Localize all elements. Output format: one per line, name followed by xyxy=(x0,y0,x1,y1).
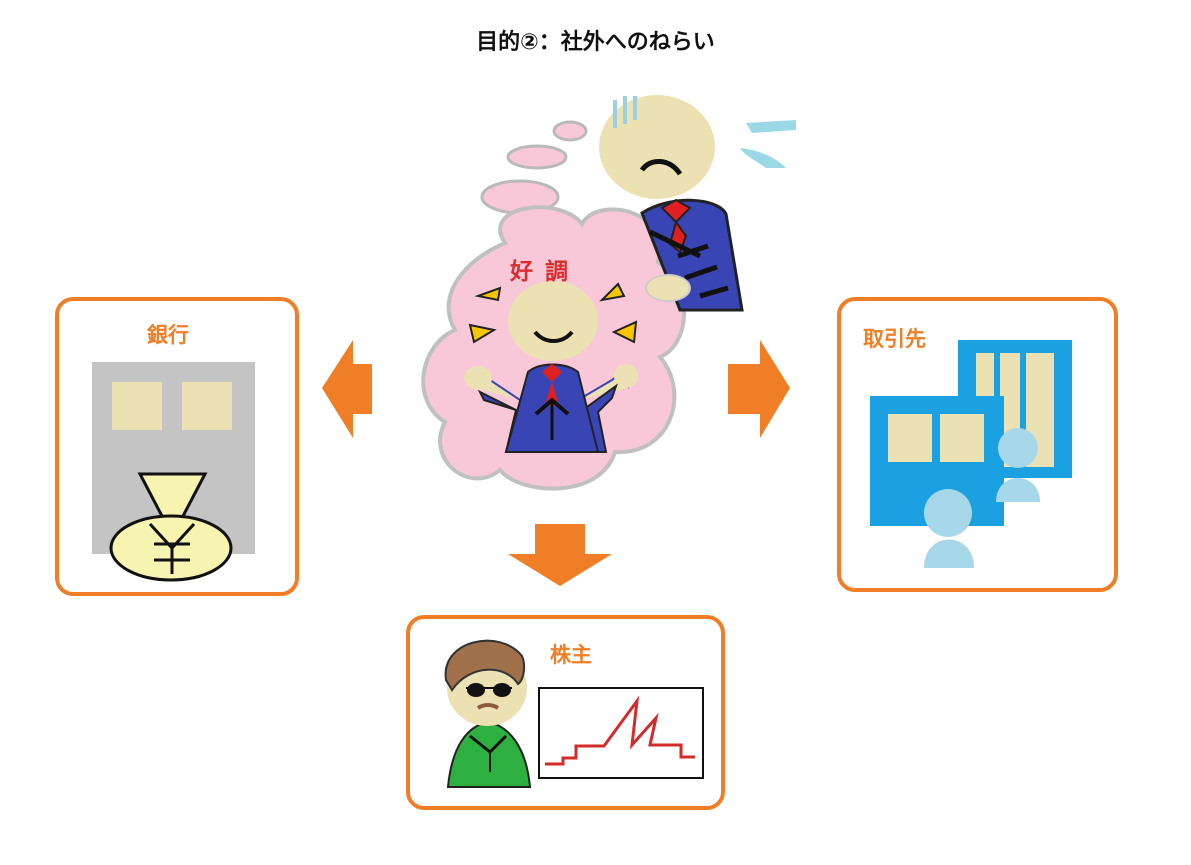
happy-person xyxy=(464,281,638,453)
office-building-icon xyxy=(870,340,1072,568)
shareholder-person xyxy=(444,639,532,788)
bubble-status-text: 好 調 xyxy=(510,259,571,285)
shareholders-label: 株主 xyxy=(550,643,592,667)
bank-label: 銀行 xyxy=(147,323,189,347)
worried-person xyxy=(599,95,796,312)
stock-chart-icon xyxy=(538,687,704,779)
money-bag-icon xyxy=(92,362,255,582)
arrow-left xyxy=(322,340,372,438)
arrow-down xyxy=(508,524,612,586)
partners-label: 取引先 xyxy=(863,327,926,351)
diagram-title: 目的②：社外へのねらい xyxy=(476,30,715,55)
arrow-right xyxy=(728,340,790,438)
